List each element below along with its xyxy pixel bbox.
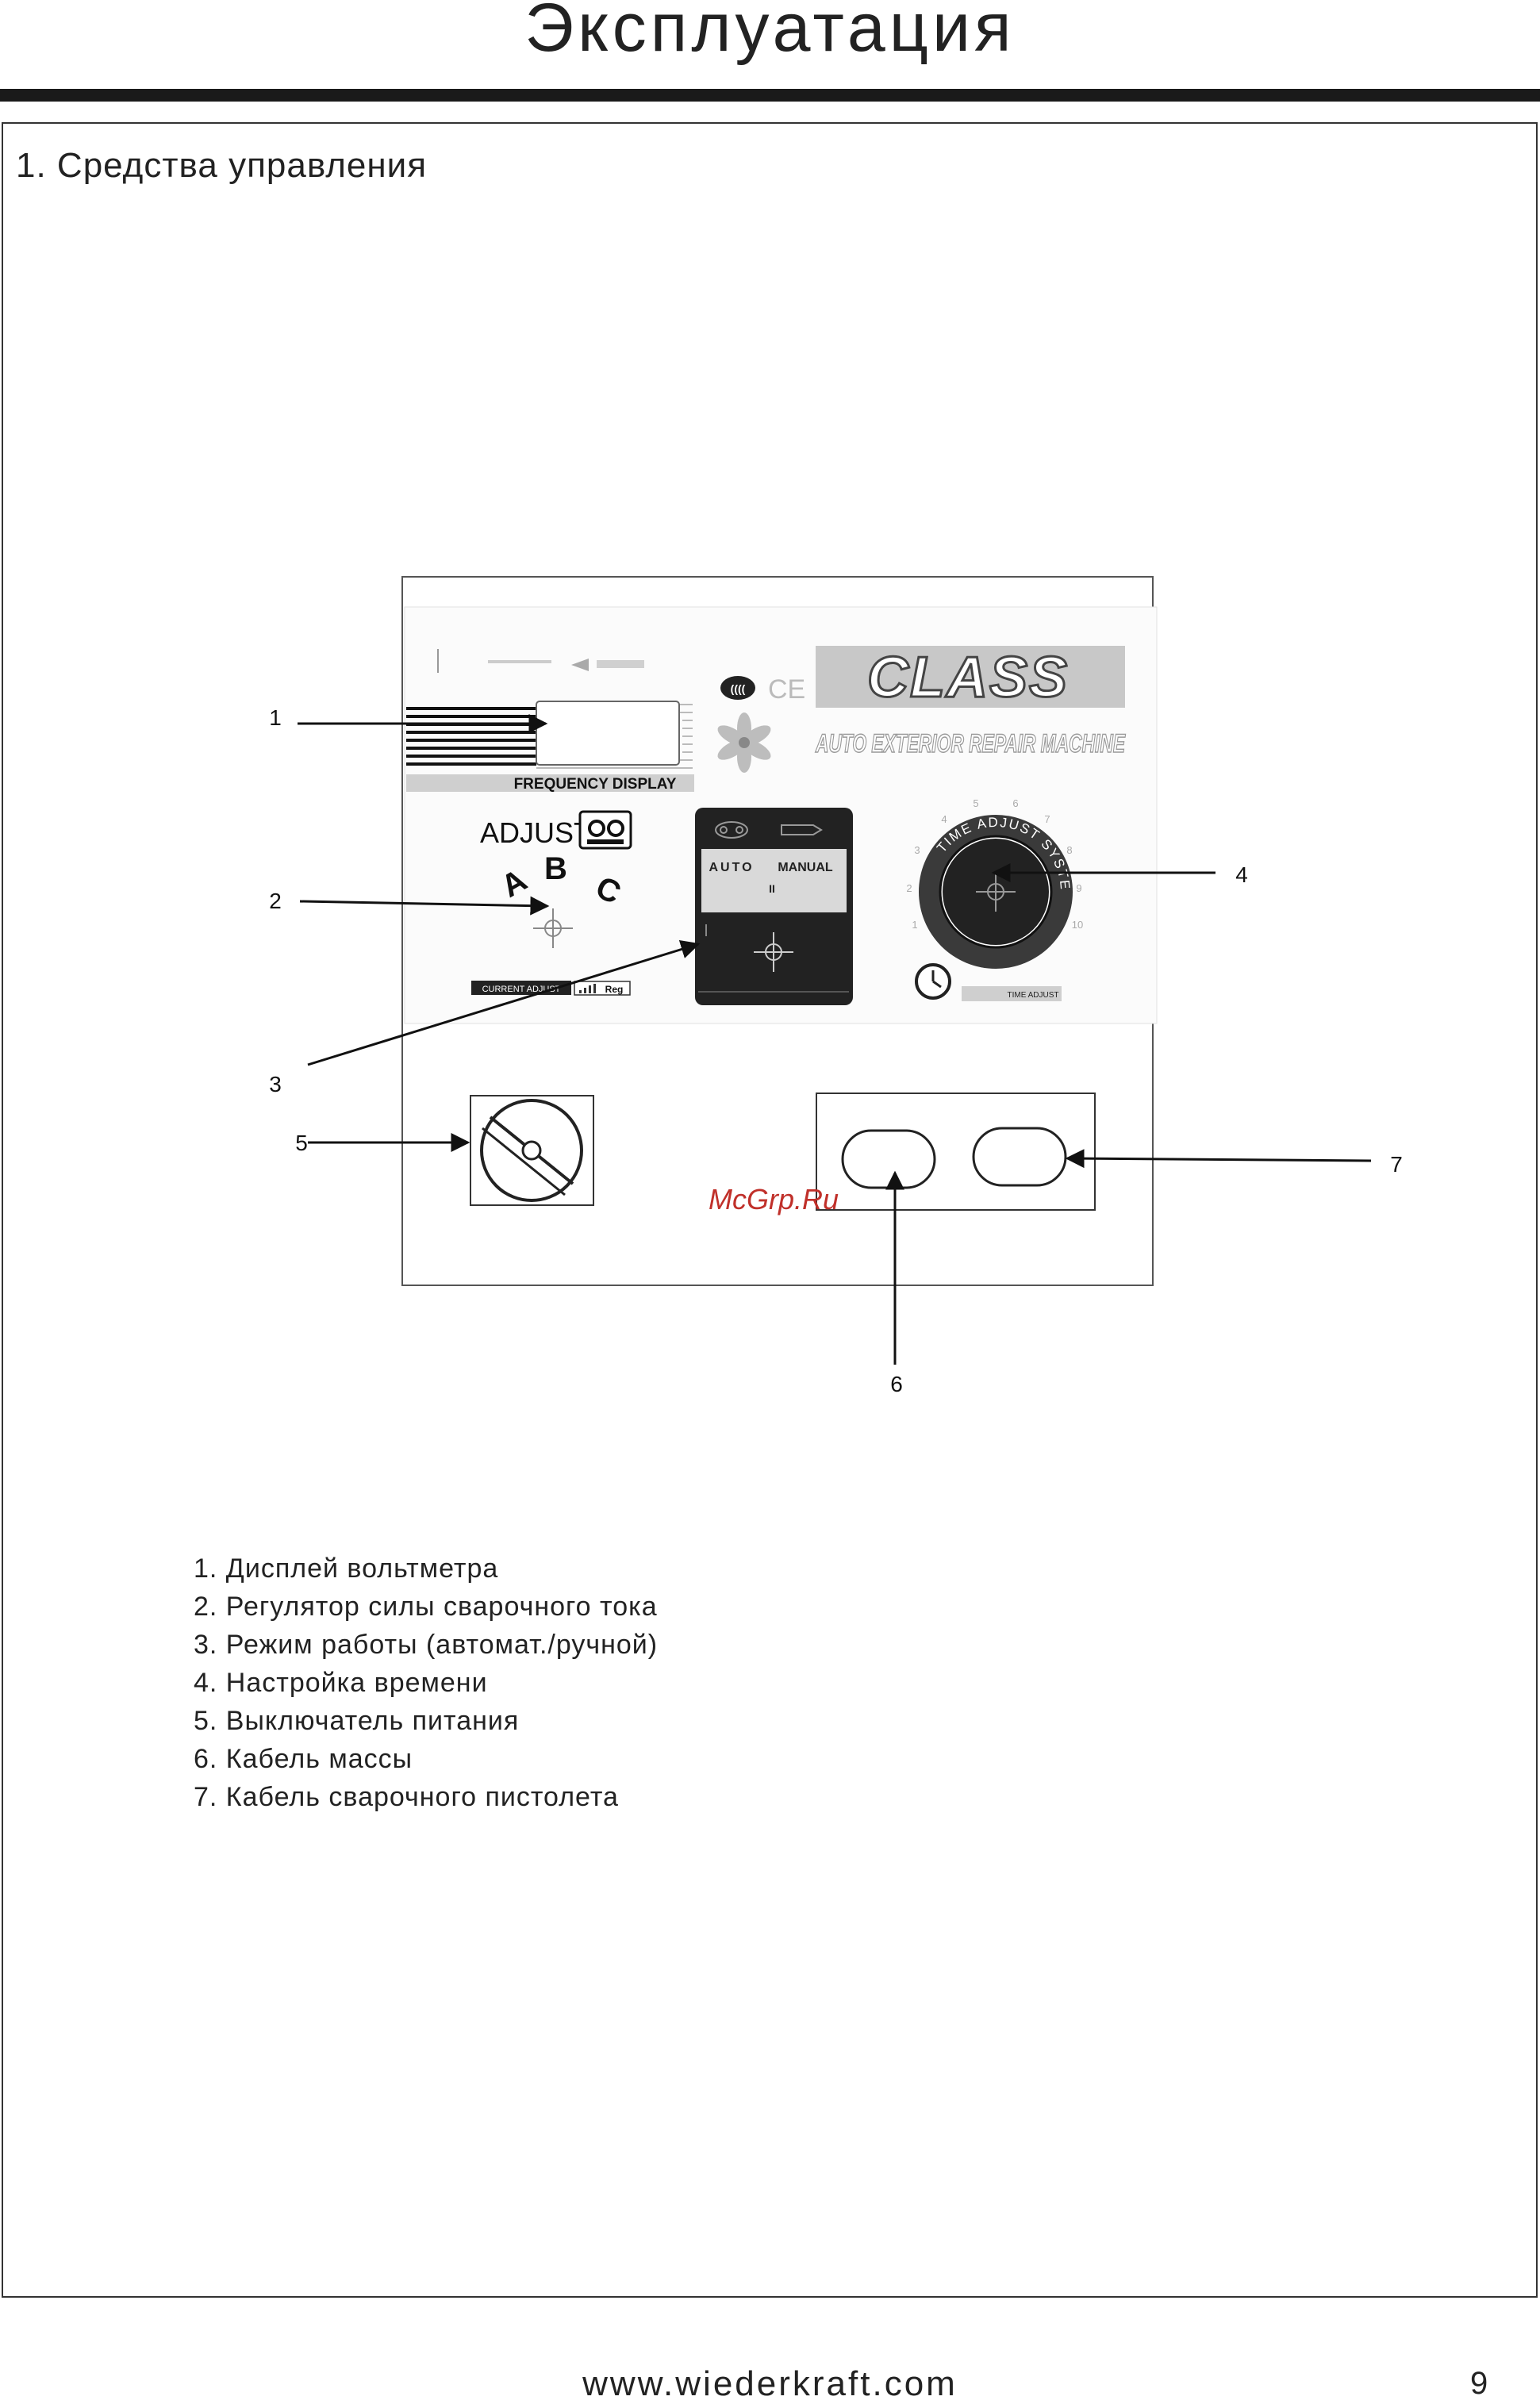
auto-mode-icon	[715, 821, 748, 839]
time-adjust-label: TIME ADJUST	[1007, 991, 1058, 1000]
callout-2: 2	[269, 889, 282, 913]
callout-1: 1	[269, 705, 282, 730]
frequency-display-label: FREQUENCY DISPLAY	[514, 776, 677, 793]
mode-auto-label: AUTO	[709, 861, 754, 874]
brand-logo: CLASS	[867, 646, 1069, 709]
manual-mode-icon	[781, 824, 823, 835]
frequency-display-bar	[406, 774, 694, 792]
legend-item: 7. Кабель сварочного пистолета	[194, 1782, 619, 1812]
dial-scale-numbers: 1 2 3 4 5 6 7 8 9 10	[906, 797, 1083, 931]
ccc-mark-text: ((((	[731, 682, 746, 695]
time-adjust-plate	[962, 986, 1062, 1001]
svg-text:7: 7	[1044, 813, 1050, 825]
svg-text:9: 9	[1076, 882, 1081, 894]
brand-plate	[816, 646, 1125, 708]
mode-selector: AUTO MANUAL II	[695, 808, 853, 1005]
signal-bars-icon	[579, 984, 596, 993]
section-heading: 1. Средства управления	[16, 146, 428, 185]
fan-icon	[717, 712, 771, 773]
callout-3: 3	[269, 1072, 282, 1096]
control-panel-diagram: FREQUENCY DISPLAY ADJUST A B C CURRENT A…	[269, 576, 1403, 1396]
watermark: McGrp.Ru	[709, 1183, 839, 1215]
ce-mark: CE	[768, 674, 805, 705]
svg-text:2: 2	[906, 882, 912, 894]
callout-6: 6	[890, 1372, 903, 1396]
voltmeter-display	[536, 701, 680, 766]
svg-text:3: 3	[914, 844, 920, 856]
content-frame	[2, 122, 1538, 2298]
ccc-mark-icon	[720, 676, 755, 700]
current-adjust-bar: CURRENT ADJUST Reg	[471, 981, 631, 996]
spec-line	[488, 660, 551, 663]
legend-item: 6. Кабель массы	[194, 1744, 413, 1774]
svg-text:10: 10	[1072, 919, 1083, 931]
legend-item: 1. Дисплей вольтметра	[194, 1553, 499, 1584]
adjust-label: ADJUST	[480, 816, 591, 849]
svg-text:4: 4	[941, 813, 947, 825]
clock-icon	[915, 963, 951, 1000]
mode-label-plate	[701, 849, 847, 912]
callout-4: 4	[1235, 862, 1248, 887]
frequency-display-block: FREQUENCY DISPLAY	[406, 701, 694, 793]
welding-gun-socket	[972, 1127, 1067, 1187]
svg-text:8: 8	[1066, 844, 1072, 856]
page-number: 9	[1470, 2366, 1488, 2401]
svg-text:6: 6	[1012, 797, 1018, 809]
brand-subtitle: AUTO EXTERIOR REPAIR MACHINE	[815, 729, 1126, 758]
title-rule	[0, 89, 1540, 102]
page-title: Эксплуатация	[524, 0, 1016, 66]
legend-item: 5. Выключатель питания	[194, 1706, 520, 1736]
mode-indicator: II	[769, 882, 775, 895]
mode-manual-label: MANUAL	[778, 861, 833, 874]
spec-value	[597, 660, 644, 668]
svg-text:1: 1	[912, 919, 917, 931]
ground-cable-socket	[841, 1129, 936, 1189]
current-knob-crosshair	[533, 908, 573, 948]
mode-knob-crosshair	[754, 932, 793, 972]
footer-url: www.wiederkraft.com	[582, 2364, 958, 2403]
callout-numbers: 1 2 3 4 5 6 7	[269, 705, 1403, 1396]
legend-item: 4. Настройка времени	[194, 1668, 488, 1698]
legend-item: 2. Регулятор силы сварочного тока	[194, 1592, 658, 1622]
plug-icon	[571, 659, 589, 671]
svg-text:5: 5	[973, 797, 978, 809]
legend-item: 3. Режим работы (автомат./ручной)	[194, 1630, 659, 1660]
reg-label: Reg	[605, 984, 624, 995]
callout-arrows	[298, 714, 1372, 1365]
setting-b-label: B	[544, 851, 567, 886]
power-switch	[480, 1099, 583, 1202]
callout-7: 7	[1390, 1152, 1403, 1177]
adjust-icon	[578, 810, 632, 850]
callout-5: 5	[295, 1131, 308, 1155]
